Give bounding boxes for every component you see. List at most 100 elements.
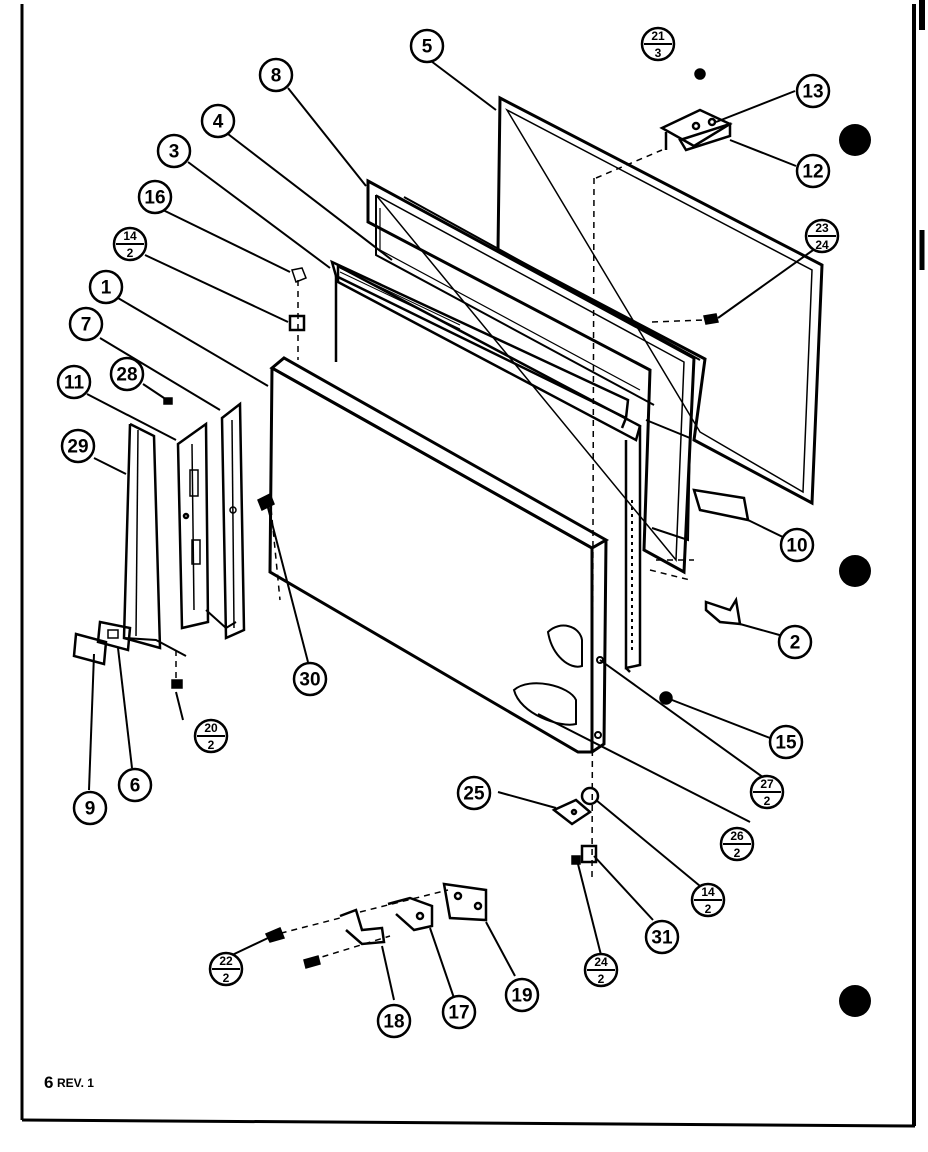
- svg-text:2: 2: [790, 633, 801, 654]
- svg-text:27: 27: [760, 777, 774, 791]
- svg-text:28: 28: [116, 365, 137, 386]
- callout-8: 8: [258, 57, 294, 93]
- svg-text:7: 7: [81, 315, 92, 336]
- door-cutouts: [512, 624, 604, 739]
- callout-17: 17: [441, 994, 477, 1030]
- svg-text:10: 10: [786, 536, 807, 557]
- svg-text:2: 2: [764, 794, 771, 808]
- part-5-door-liner-frame: [496, 95, 824, 506]
- callout-28: 28: [109, 356, 145, 392]
- page-footer: 6 REV. 1: [44, 1073, 94, 1092]
- svg-text:22: 22: [219, 954, 233, 968]
- svg-text:24: 24: [815, 238, 829, 252]
- page-number: 6: [44, 1073, 53, 1092]
- svg-text:21: 21: [651, 29, 665, 43]
- part-17-hinge-plate: [387, 896, 434, 932]
- callouts: 5 8 4 3 16 1 7 28 11 29 30 6 9 13 12 10 …: [56, 28, 831, 1039]
- callout-15: 15: [768, 724, 804, 760]
- part-12-hinge-shim: [678, 122, 732, 152]
- svg-text:29: 29: [67, 437, 88, 458]
- callout-22-over-2: 22 2: [208, 951, 244, 987]
- callout-13: 13: [795, 73, 831, 109]
- svg-text:14: 14: [123, 229, 137, 243]
- svg-text:26: 26: [730, 829, 744, 843]
- svg-text:2: 2: [208, 738, 215, 752]
- callout-5: 5: [409, 28, 445, 64]
- part-29-trim-strip: [122, 422, 187, 657]
- svg-text:30: 30: [299, 670, 320, 691]
- svg-text:18: 18: [383, 1012, 404, 1033]
- callout-29: 29: [60, 428, 96, 464]
- svg-text:23: 23: [815, 221, 829, 235]
- part-8-door-gasket: [366, 178, 701, 575]
- part-19-hinge-mount: [442, 882, 488, 922]
- callout-3: 3: [156, 133, 192, 169]
- callout-30: 30: [292, 661, 328, 697]
- svg-text:24: 24: [594, 955, 608, 969]
- svg-text:12: 12: [802, 162, 823, 183]
- callout-12: 12: [795, 153, 831, 189]
- svg-text:6: 6: [130, 776, 141, 797]
- part-13-top-hinge: [659, 108, 733, 150]
- leader-lines: [86, 57, 817, 1001]
- svg-text:1: 1: [101, 278, 112, 299]
- svg-text:2: 2: [734, 846, 741, 860]
- callout-1: 1: [88, 269, 124, 305]
- part-1-outer-door: [268, 356, 610, 754]
- callout-14-over-2-bottom: 14 2: [690, 882, 726, 918]
- part-7-bracket: [182, 401, 246, 640]
- callout-18: 18: [376, 1003, 412, 1039]
- part-9-plate: [72, 632, 108, 666]
- callout-7: 7: [68, 306, 104, 342]
- svg-text:11: 11: [64, 373, 85, 394]
- callout-6: 6: [117, 767, 153, 803]
- part-25-lower-hinge: [551, 798, 593, 826]
- callout-4: 4: [200, 103, 236, 139]
- part-3-foam-panel: [336, 263, 642, 673]
- svg-text:14: 14: [701, 885, 715, 899]
- callout-16: 16: [137, 179, 173, 215]
- callout-26-over-2: 26 2: [719, 826, 755, 862]
- svg-text:5: 5: [422, 37, 433, 58]
- binder-holes: [839, 124, 871, 1017]
- svg-text:19: 19: [511, 986, 532, 1007]
- callout-19: 19: [504, 977, 540, 1013]
- svg-text:8: 8: [271, 66, 282, 87]
- page-border: [20, 0, 925, 1128]
- assembly-lines: [175, 149, 705, 961]
- callout-31: 31: [644, 919, 680, 955]
- svg-text:2: 2: [223, 971, 230, 985]
- callout-10: 10: [779, 527, 815, 563]
- svg-text:31: 31: [651, 928, 673, 949]
- callout-27-over-2: 27 2: [749, 774, 785, 810]
- part-6-plate: [96, 620, 132, 652]
- svg-text:16: 16: [144, 188, 165, 209]
- svg-text:2: 2: [127, 246, 134, 260]
- svg-text:2: 2: [705, 902, 712, 916]
- callout-21-over-3: 21 3: [640, 26, 676, 62]
- fraction-callouts: 21 3 23 24 14 2 20 2 27 2: [112, 26, 840, 988]
- callout-2: 2: [777, 624, 813, 660]
- svg-text:2: 2: [598, 972, 605, 986]
- part-18-hinge-bracket: [339, 908, 386, 946]
- callout-14-over-2-top: 14 2: [112, 226, 148, 262]
- callout-23-over-24: 23 24: [804, 218, 840, 254]
- svg-text:13: 13: [802, 82, 823, 103]
- svg-text:20: 20: [204, 721, 218, 735]
- part-2-bracket: [704, 596, 742, 626]
- svg-text:4: 4: [213, 112, 224, 133]
- callout-20-over-2: 20 2: [193, 718, 229, 754]
- svg-text:17: 17: [448, 1003, 469, 1024]
- callout-25: 25: [456, 775, 492, 811]
- svg-text:25: 25: [463, 784, 485, 805]
- svg-text:3: 3: [655, 46, 662, 60]
- callout-9: 9: [72, 790, 108, 826]
- svg-text:3: 3: [169, 142, 180, 163]
- svg-text:9: 9: [85, 799, 96, 820]
- revision-label: REV. 1: [57, 1076, 94, 1090]
- callout-24-over-2: 24 2: [583, 952, 619, 988]
- svg-text:15: 15: [775, 733, 797, 754]
- part-10-strip: [692, 488, 750, 522]
- callout-11: 11: [56, 364, 92, 400]
